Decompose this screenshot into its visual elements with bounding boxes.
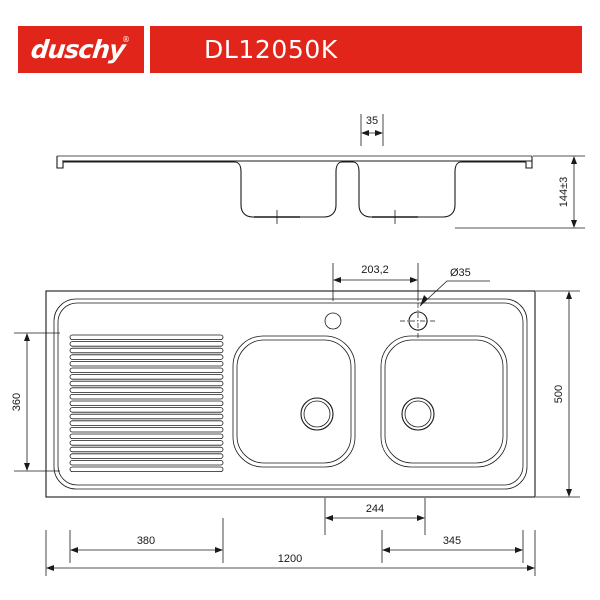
right-bowl-drain-inner	[404, 400, 432, 428]
sink-outer-outline	[45, 290, 536, 498]
drainboard-ribs	[69, 334, 224, 472]
dimension-label-bowl-depth-inner: 360	[11, 393, 23, 411]
dimension-label-ledge-width: 35	[366, 115, 378, 127]
sink-rim-outline-inner	[57, 302, 524, 486]
sink-rim-outline-outer	[53, 298, 528, 490]
dimension-label-bowl-gap: 244	[366, 503, 384, 515]
dimension-bowl-depth-total: 144±3	[455, 155, 585, 229]
dimension-label-overall-depth: 500	[553, 385, 565, 403]
brand-logo: duschy ®	[18, 26, 144, 73]
left-bowl-drain-inner	[303, 400, 331, 428]
dimension-label-bowl-depth-total: 144±3	[558, 177, 570, 208]
accessory-hole	[324, 312, 342, 330]
dimension-label-right-bowl-width: 345	[443, 535, 461, 547]
dimension-tap-hole-spacing: 203,2	[332, 263, 419, 301]
dimension-overall-width: 1200	[45, 530, 536, 576]
right-bowl-inner	[384, 339, 504, 464]
left-bowl	[232, 335, 356, 468]
right-bowl	[380, 335, 508, 468]
dimension-right-bowl-width: 345	[381, 530, 524, 563]
right-bowl-drain-outer	[401, 397, 435, 431]
dimension-label-drainboard-width: 380	[137, 535, 155, 547]
dimension-label-tap-hole-diameter: Ø35	[450, 267, 471, 279]
top-plan-view: 203,2 Ø35	[11, 263, 580, 576]
left-bowl-drain-outer	[300, 397, 334, 431]
side-elevation-view: 35 144±3	[56, 114, 585, 229]
product-title-bar: DL12050K	[150, 26, 582, 73]
side-bowl-profile	[63, 161, 526, 218]
side-left-edge-lip	[56, 156, 64, 169]
registered-trademark-icon: ®	[122, 35, 130, 44]
header-divider	[144, 26, 150, 73]
left-bowl-inner	[236, 339, 352, 464]
dimension-label-overall-width: 1200	[278, 553, 302, 565]
dimension-bowl-gap: 244	[324, 498, 426, 535]
brand-logo-text: duschy	[29, 35, 127, 64]
product-title: DL12050K	[204, 35, 338, 64]
dimension-drainboard-width: 380	[69, 518, 224, 563]
dimension-ledge-width: 35	[360, 114, 384, 146]
product-header-banner: duschy ® DL12050K	[18, 26, 582, 73]
dimension-label-tap-hole-spacing: 203,2	[361, 264, 389, 276]
technical-drawing: 35 144±3	[0, 78, 600, 600]
dimension-bowl-depth-inner: 360	[11, 332, 60, 472]
right-bowl-outer	[380, 335, 508, 468]
left-bowl-outer	[232, 335, 356, 468]
tap-hole	[400, 303, 436, 339]
dimension-tap-hole-diameter: Ø35	[419, 267, 490, 307]
dimension-overall-depth: 500	[536, 290, 580, 498]
side-right-edge-lip	[525, 156, 533, 169]
